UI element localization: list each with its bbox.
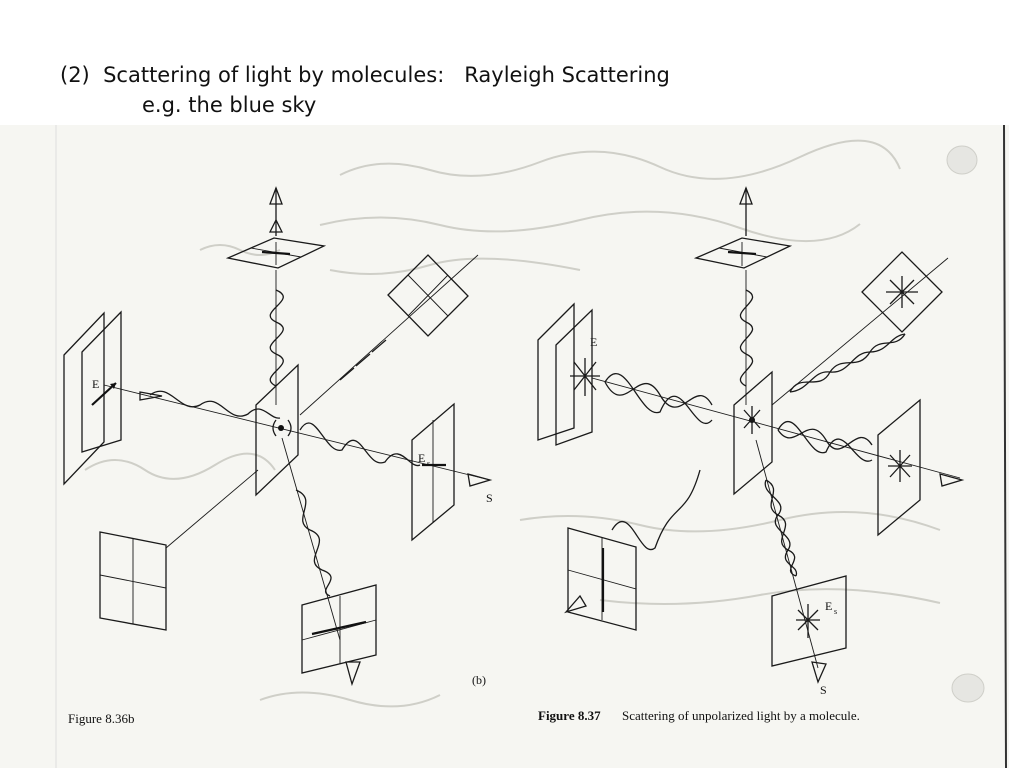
title-line-1: (2) Scattering of light by molecules: Ra… — [60, 63, 670, 87]
panel-tag-b: (b) — [472, 673, 486, 687]
label-Es-sub-left: s — [427, 459, 430, 468]
label-Es-left: E — [418, 451, 425, 465]
lower-left-analyzer — [99, 469, 259, 631]
incident-polarizer-right: E — [537, 302, 600, 446]
caption-figure-8-36b: Figure 8.36b — [68, 711, 134, 726]
label-E-right: E — [590, 335, 597, 349]
diagonal-analyzer-left — [299, 254, 479, 416]
bottom-analyzer-right: E s S — [771, 575, 847, 697]
punch-holes — [55, 124, 1007, 768]
incident-polarizer-left — [63, 310, 122, 486]
top-analyzer-left — [225, 186, 327, 269]
diagonal-analyzer-right — [861, 251, 943, 333]
caption-figure-8-37-number: Figure 8.37 — [538, 708, 601, 723]
label-Es-sub-right: s — [834, 607, 837, 616]
lower-left-analyzer-right — [564, 527, 637, 631]
figure-8-36b: E s S E (b) Figure 8.36b — [63, 186, 493, 726]
label-S-left: S — [486, 491, 493, 505]
caption-figure-8-37-text: Scattering of unpolarized light by a mol… — [622, 708, 860, 723]
label-Es-right: E — [825, 599, 832, 613]
right-analyzer-right — [877, 398, 965, 537]
title-line-2: e.g. the blue sky — [142, 93, 317, 117]
top-analyzer-right — [693, 186, 793, 269]
label-E-left: E — [92, 377, 99, 391]
bleed-through-handwriting — [84, 139, 941, 708]
slide-title: (2) Scattering of light by molecules: Ra… — [60, 60, 670, 120]
right-analyzer-left: E s S — [411, 402, 493, 542]
bottom-analyzer-left — [301, 584, 377, 687]
label-S-right: S — [820, 683, 827, 697]
figure-8-37: E — [537, 186, 965, 723]
